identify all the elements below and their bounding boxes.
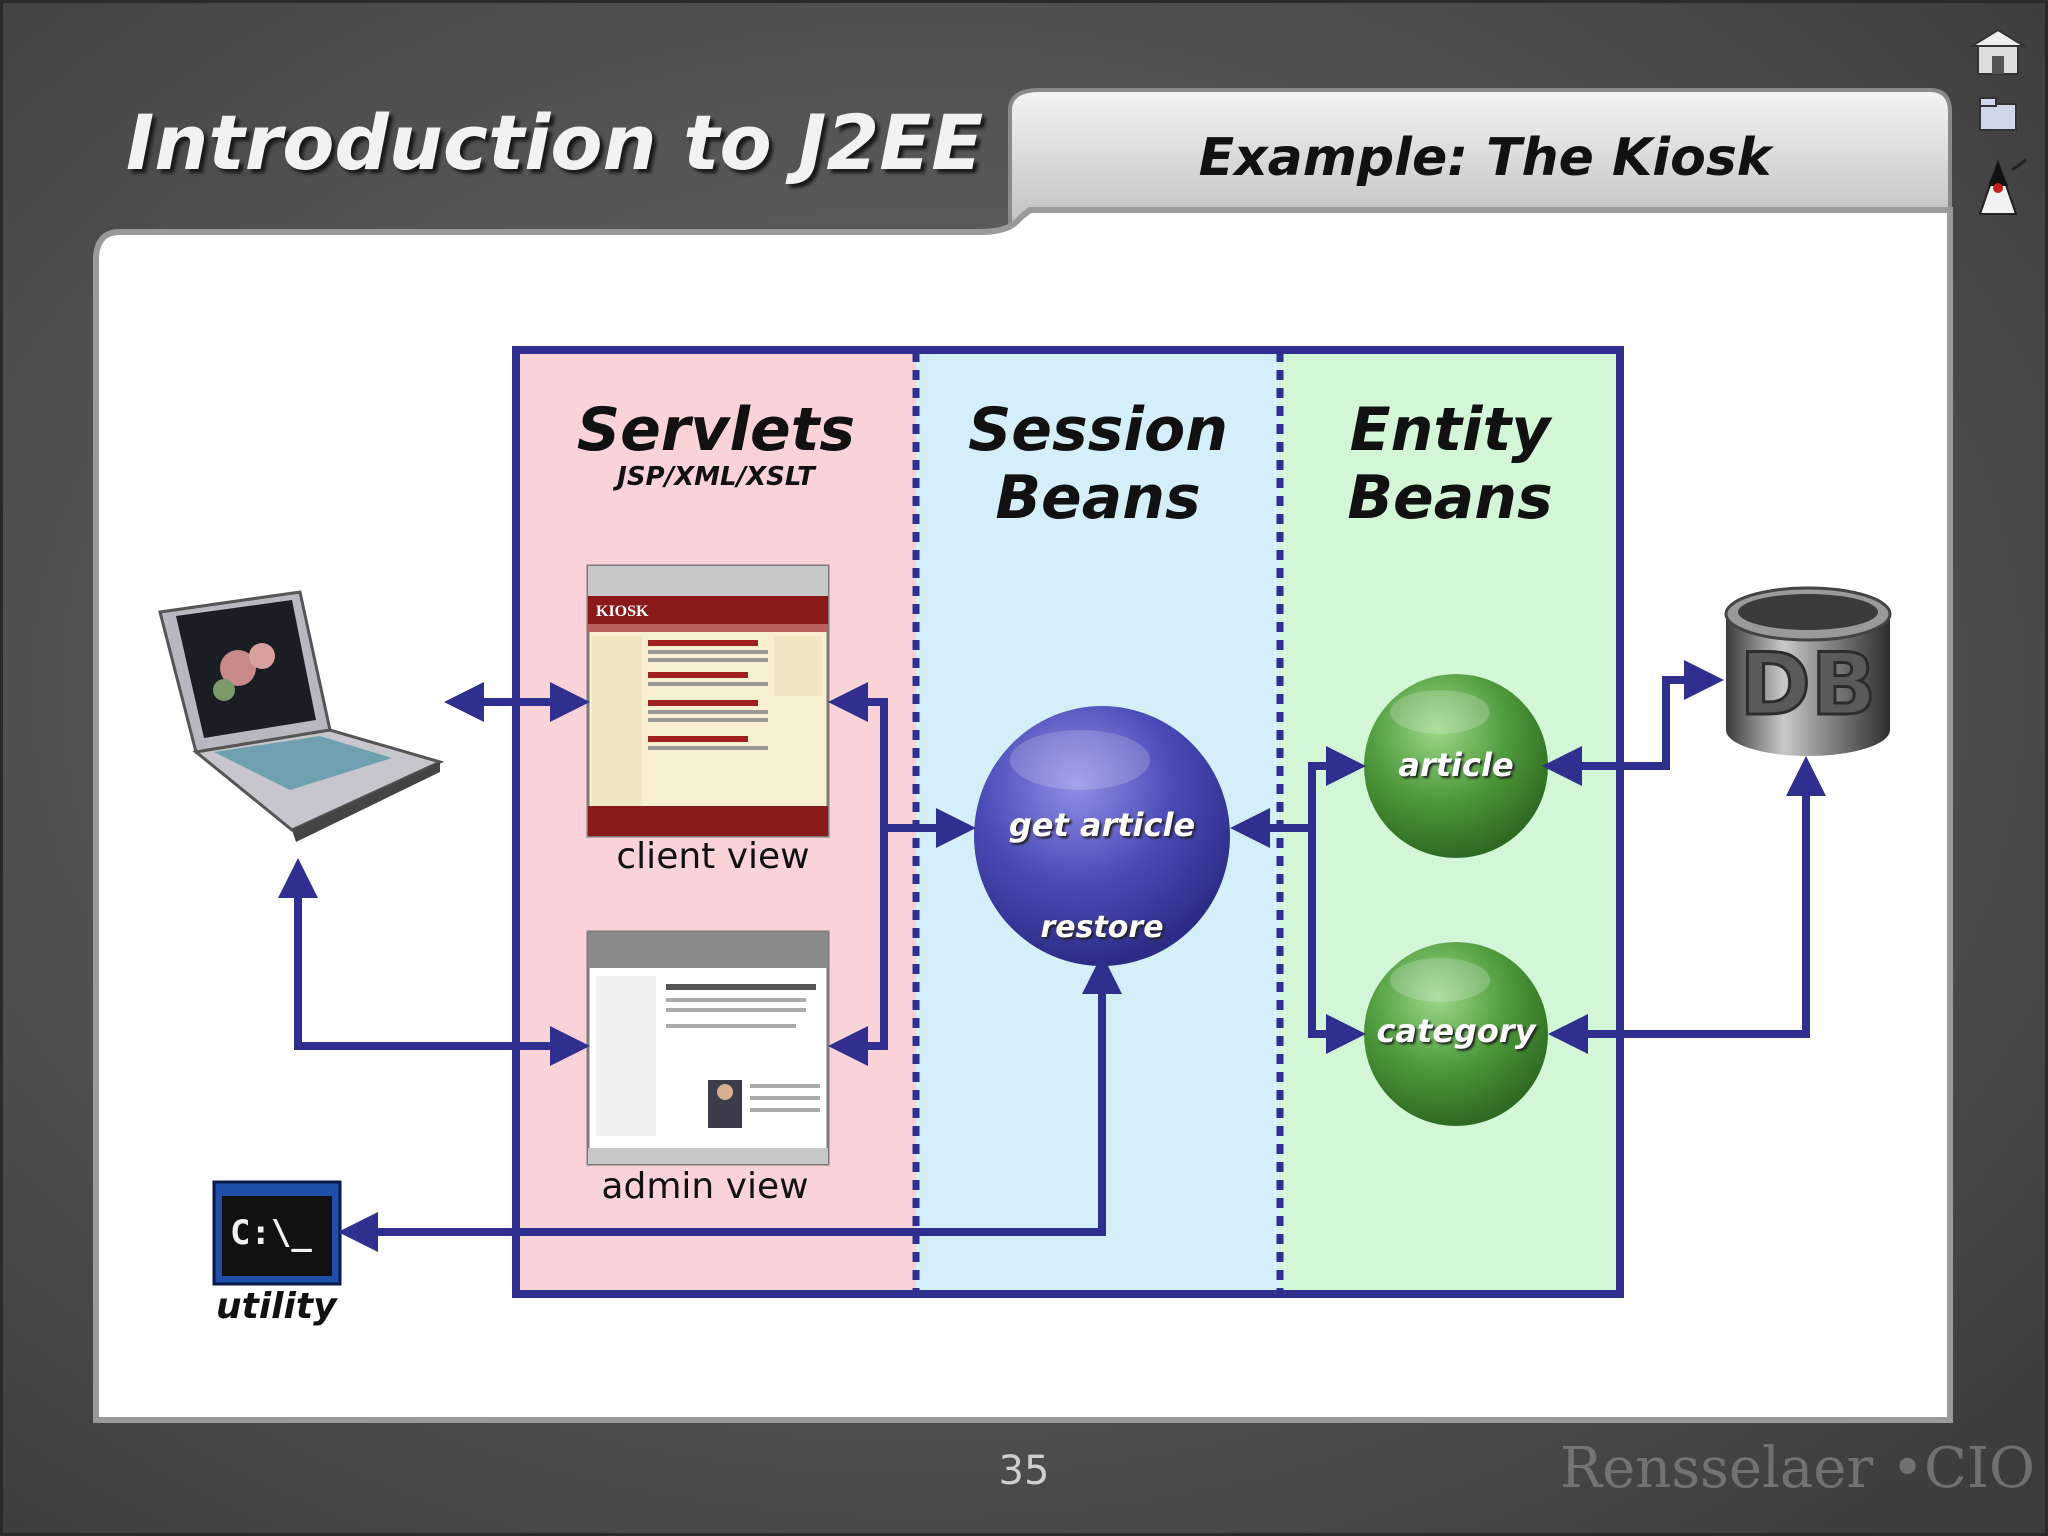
java-mascot-icon[interactable] [1978,158,2027,215]
console-prompt: C:\_ [230,1213,312,1253]
servlets-subheading: JSP/XML/XSLT [617,462,815,492]
session-bean-ball [974,706,1230,966]
page-number: 35 [998,1448,1050,1494]
kiosk-logo: KIOSK [596,603,649,620]
db-label: DB [1740,635,1877,735]
entity-heading-line2: Beans [1347,463,1553,533]
category-entity-ball [1364,942,1548,1126]
restore-utility-arrow [338,954,1122,1252]
admin-view-caption: admin view [601,1166,809,1207]
article-entity-ball [1364,674,1548,858]
client-view-caption: client view [616,836,810,877]
get-article-label: get article [1008,806,1196,844]
article-label: article [1398,746,1514,784]
entity-heading-line1: Entity [1349,395,1551,465]
utility-console-icon: C:\_ [212,1180,342,1286]
category-label: category [1376,1012,1536,1050]
folder-icon[interactable] [1979,97,2017,131]
laptop-icon [158,590,445,842]
connectors [278,660,1826,1252]
slide-subtitle: Example: The Kiosk [1198,128,1772,188]
footer-logo: Rensselaer •CIO [1560,1436,2035,1501]
entity-bracket [1308,746,1366,1054]
category-db-arrow [1548,756,1826,1054]
session-heading-line2: Beans [995,463,1201,533]
restore-label: restore [1040,910,1164,945]
utility-label: utility [216,1286,337,1327]
client-view-screenshot: KIOSK [586,564,830,838]
session-heading-line1: Session [968,395,1228,465]
admin-view-screenshot [586,930,830,1166]
database-icon: DB [1724,586,1892,756]
home-icon[interactable] [1968,28,2028,75]
slide-title: Introduction to J2EE [126,98,984,187]
servlets-heading: Servlets [576,395,856,465]
